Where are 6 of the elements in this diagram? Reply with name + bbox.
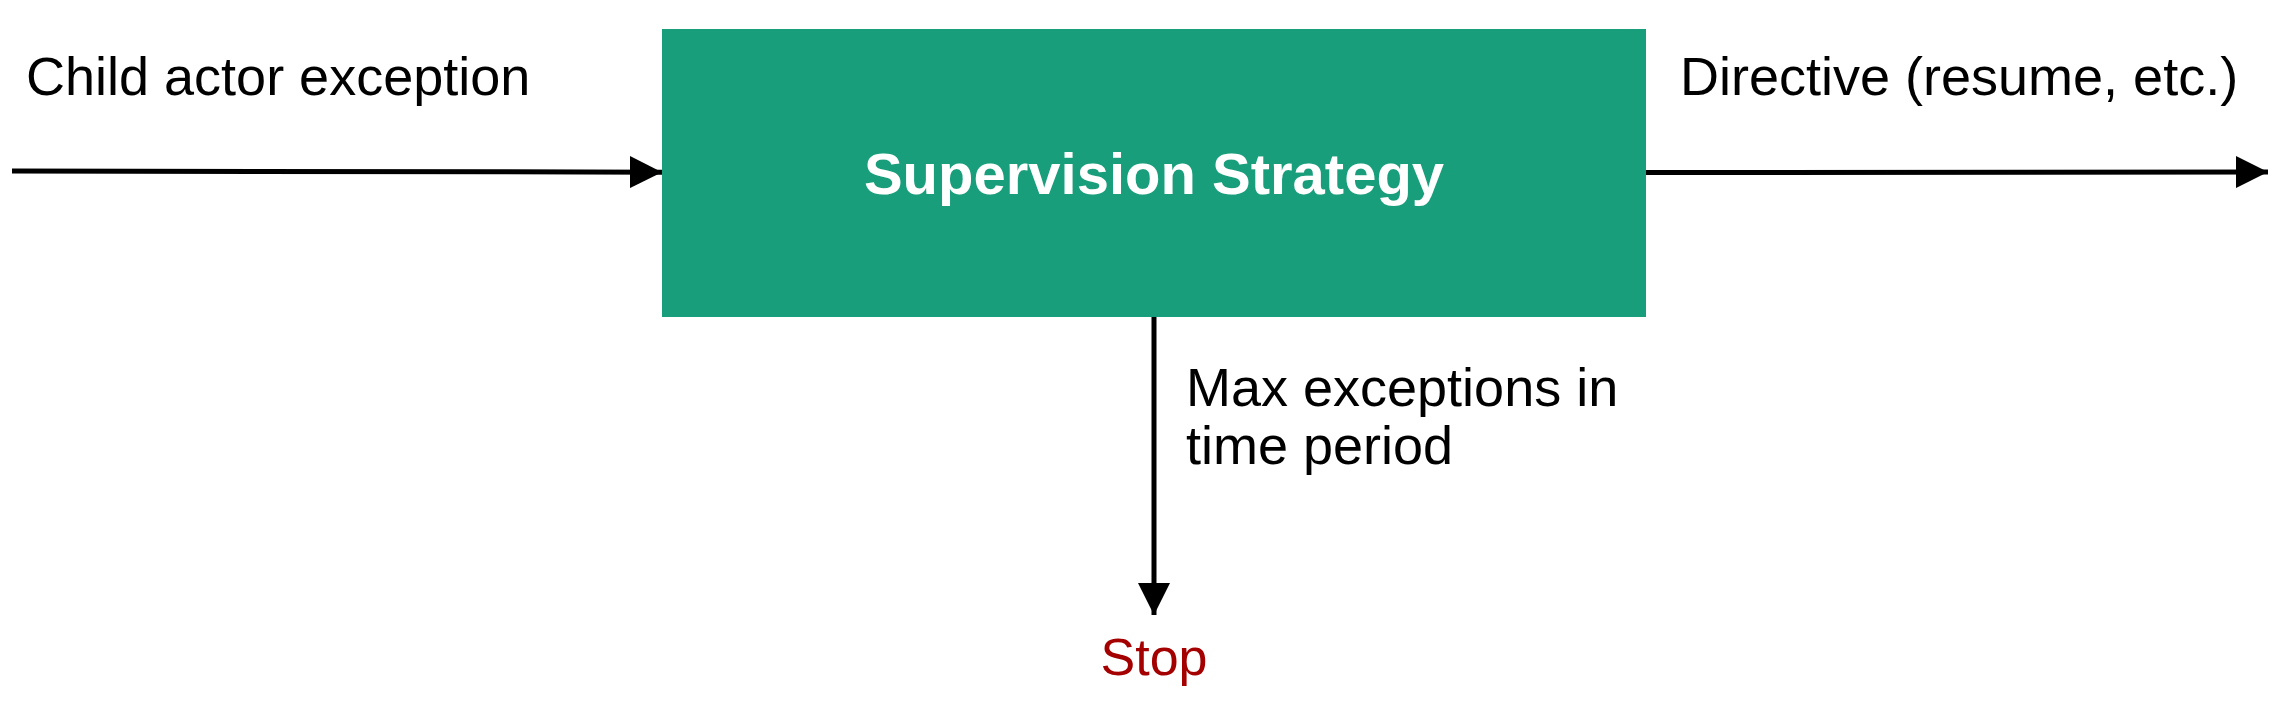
terminal-label: Stop	[1100, 627, 1208, 687]
arrow	[1138, 317, 1170, 615]
arrow	[1646, 156, 2268, 189]
arrow	[12, 156, 662, 189]
process-box	[662, 29, 1646, 317]
box-title: Supervision Strategy	[863, 139, 1445, 207]
